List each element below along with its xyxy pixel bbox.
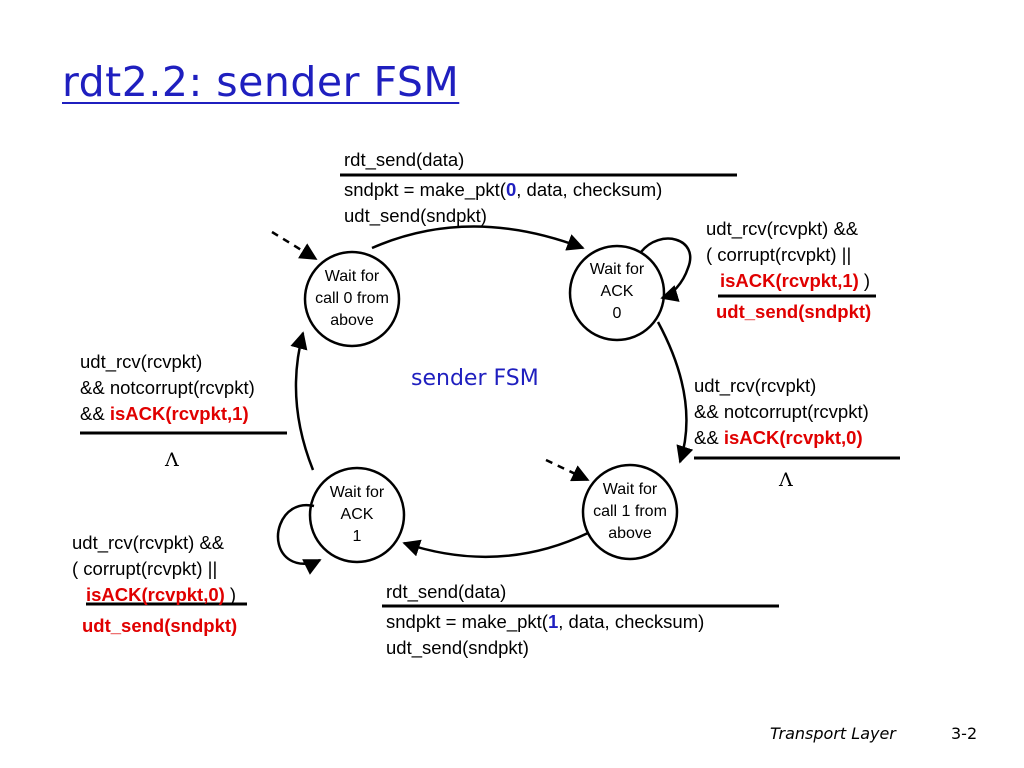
transition-ack1-self: udt_rcv(rcvpkt) && ( corrupt(rcvpkt) || … [72, 532, 238, 636]
event-text: rdt_send(data) [344, 149, 465, 170]
transition-left: udt_rcv(rcvpkt) && notcorrupt(rcvpkt) &&… [80, 351, 255, 424]
action-text: sndpkt = make_pkt(1, data, checksum) [386, 611, 705, 632]
arrow-call1-to-ack1 [402, 531, 589, 559]
arrow-ack1-to-call0 [290, 331, 315, 471]
state-wait-ack-1-circle [308, 466, 406, 564]
action-text: udt_send(sndpkt) [386, 637, 529, 658]
transition-ack0-self: udt_rcv(rcvpkt) && ( corrupt(rcvpkt) || … [706, 218, 872, 322]
state-wait-call-1-circle [581, 463, 679, 561]
event-text: rdt_send(data) [386, 581, 507, 602]
arrow-ack0-to-call1 [656, 321, 694, 464]
self-loop-ack1 [276, 503, 322, 575]
action-text: sndpkt = make_pkt(0, data, checksum) [344, 179, 663, 200]
lambda-right: Λ [779, 469, 793, 491]
center-label: sender FSM [411, 366, 539, 391]
footer-section: Transport Layer [770, 724, 896, 743]
transition-top: rdt_send(data) sndpkt = make_pkt(0, data… [344, 147, 662, 229]
transition-right: udt_rcv(rcvpkt) && notcorrupt(rcvpkt) &&… [694, 375, 869, 448]
action-text: udt_send(sndpkt) [344, 205, 487, 226]
transition-bottom: rdt_send(data) sndpkt = make_pkt(1, data… [386, 579, 704, 661]
initial-arrow-call-1 [545, 458, 590, 482]
footer-page-number: 3-2 [951, 724, 978, 743]
state-wait-call-0-circle [303, 250, 401, 348]
lambda-left: Λ [165, 449, 179, 471]
self-loop-ack0 [640, 237, 692, 302]
page-title: rdt2.2: sender FSM [62, 58, 460, 106]
initial-arrow-call-0 [271, 230, 318, 261]
arrow-call0-to-ack0 [371, 225, 585, 251]
